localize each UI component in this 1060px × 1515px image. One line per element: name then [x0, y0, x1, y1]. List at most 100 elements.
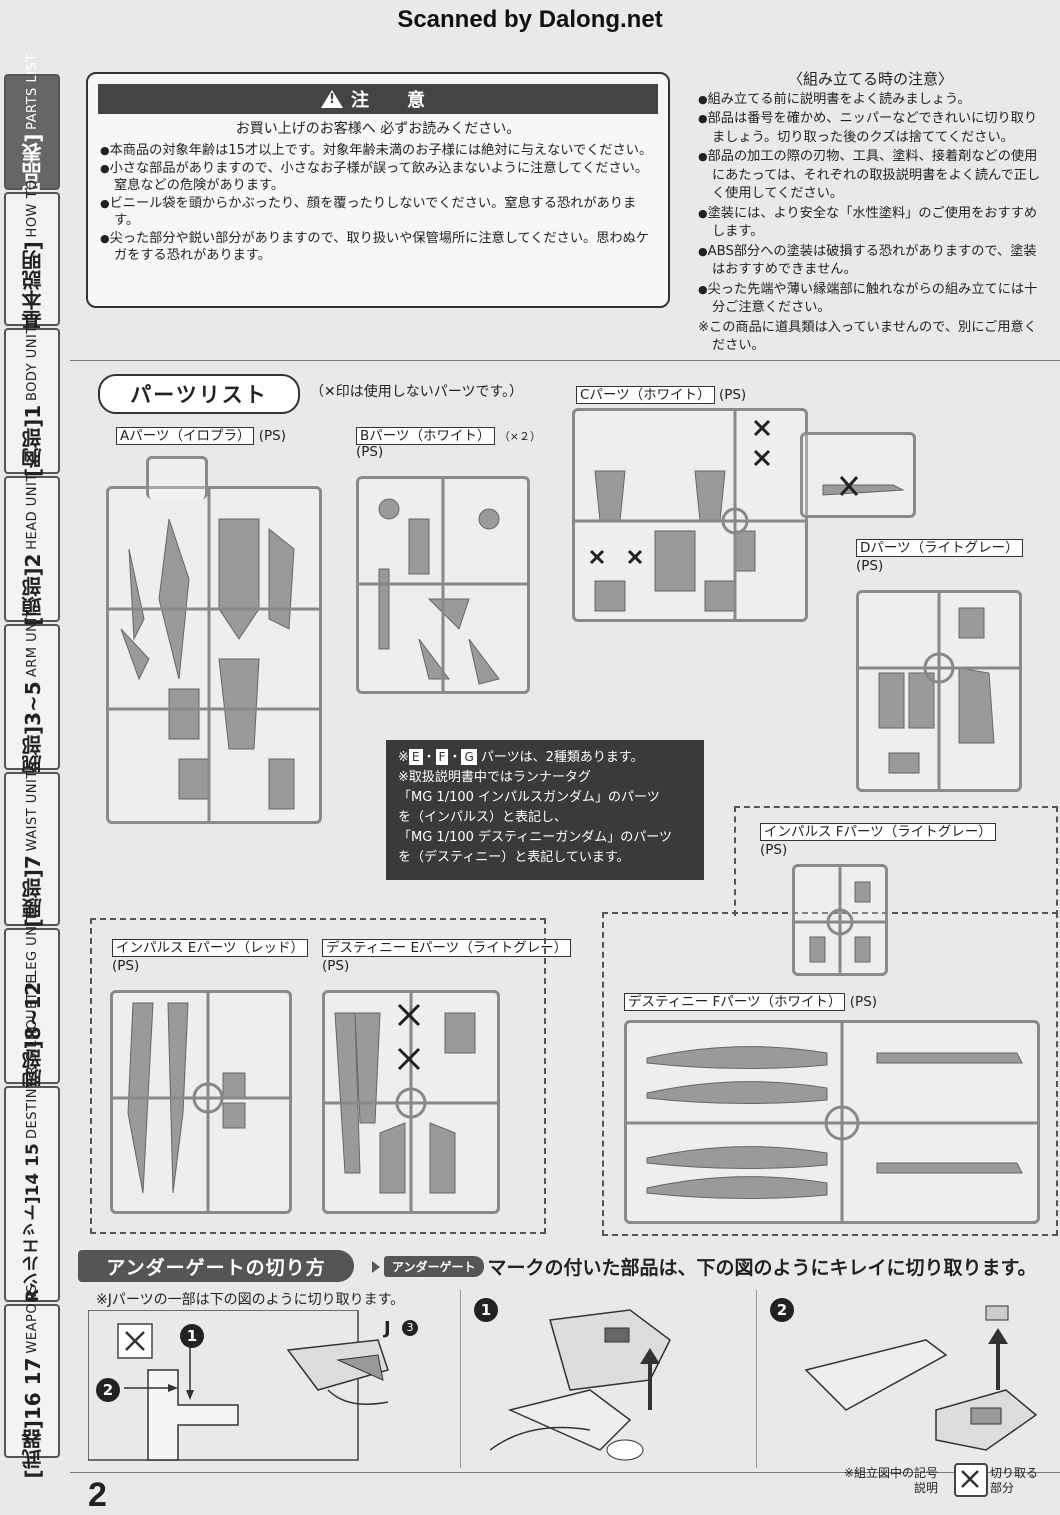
impulse-f-group-top — [734, 806, 1058, 916]
assembly-title: 〈組み立てる時の注意〉 — [787, 70, 953, 88]
tab-parts-list[interactable]: [部品表]PARTS LIST — [4, 53, 60, 211]
assembly-item: 尖った先端や薄い縁端部に触れながらの組み立てには十分ご注意ください。 — [698, 281, 1043, 318]
runner-impulse-f-diagram — [792, 864, 888, 976]
runner-name: Dパーツ（ライトグレー） — [856, 539, 1023, 557]
tab-sublabel: DESTINY R SILHOUETTE — [24, 975, 40, 1140]
assembly-item: 部品は番号を確かめ、ニッパーなどできれいに切り取りましょう。切り取った後のクズは… — [698, 110, 1043, 147]
tab-sublabel: PARTS LIST — [24, 52, 40, 130]
info-line: を（インパルス）と表記し、 — [398, 810, 568, 825]
under-gate-note: ※Jパーツの一部は下の図のように切り取ります。 — [96, 1292, 405, 1308]
runner-impulse-e-diagram — [110, 990, 292, 1214]
tab-label: [胸部]1 — [20, 404, 45, 478]
caution-list: 本商品の対象年齢は15才以上です。対象年齢未満のお子様には絶対に与えないでくださ… — [88, 142, 668, 264]
runner-destiny-f-diagram — [624, 1020, 1040, 1224]
parts-list-title: パーツリスト — [98, 374, 300, 414]
letter-e: E — [408, 749, 423, 765]
cut-step-1-illustration — [489, 1300, 750, 1464]
tab-label: [武器]16 17 — [20, 1357, 45, 1479]
under-gate-tag: アンダーゲート — [384, 1256, 484, 1277]
caution-item: 本商品の対象年齢は15才以上です。対象年齢未満のお子様には絶対に与えないでくださ… — [100, 142, 656, 159]
tab-sublabel: LEG UNIT — [24, 913, 40, 978]
tab-sublabel: WAIST UNIT — [24, 770, 40, 852]
scan-credit: Scanned by Dalong.net — [397, 6, 663, 33]
runner-c-diagram — [572, 408, 808, 622]
runner-material: (PS) — [322, 958, 350, 974]
section-tabs: [部品表]PARTS LIST [基本説明]HOW TO [胸部]1 BODY U… — [0, 53, 62, 1478]
runner-b-diagram — [356, 476, 530, 694]
section-divider — [70, 360, 1060, 361]
assembly-item: 部品の加工の際の刃物、工具、塗料、接着剤などの使用にあたっては、それぞれの取扱説… — [698, 148, 1043, 204]
caution-item: 小さな部品がありますので、小さなお子様が誤って飲み込まないように注意してください… — [100, 160, 656, 194]
info-line: を（デスティニー）と表記しています。 — [398, 850, 630, 865]
runner-name: インパルス Eパーツ（レッド） — [112, 939, 309, 957]
caution-item: ビニール袋を頭からかぶったり、顔を覆ったりしないでください。窒息する恐れがありま… — [100, 195, 656, 229]
runner-name: デスティニー Fパーツ（ホワイト） — [624, 993, 846, 1011]
info-line: 「MG 1/100 デスティニーガンダム」のパーツ — [398, 830, 672, 845]
tab-weapons[interactable]: [武器]16 17 WEAPONS — [4, 1284, 60, 1478]
assembly-item: ABS部分への塗装は破損する恐れがありますので、塗装はおすすめできません。 — [698, 243, 1043, 280]
step-1-heading: 1 — [474, 1298, 498, 1322]
assembly-footnote: ※この商品に道具類は入っていませんので、別にご用意ください。 — [698, 319, 1037, 354]
runner-material: (PS) — [258, 428, 287, 444]
under-gate-title: アンダーゲートの切り方 — [78, 1250, 354, 1282]
info-line: ※取扱説明書中ではランナータグ — [398, 770, 591, 785]
assembly-notes: 〈組み立てる時の注意〉 組み立てる前に説明書をよく読みましょう。 部品は番号を確… — [698, 70, 1043, 357]
runner-material: (PS) — [356, 444, 384, 460]
footer-divider — [70, 1472, 1060, 1473]
caution-item: 尖った部分や鋭い部分がありますので、取り扱いや保管場所に注意してください。思わぬ… — [100, 230, 656, 264]
runner-name: デスティニー Eパーツ（ライトグレー） — [322, 939, 572, 957]
runner-d-label: Dパーツ（ライトグレー） — [856, 536, 1023, 557]
info-line: 「MG 1/100 インパルスガンダム」のパーツ — [398, 790, 660, 805]
info-mark: ※ — [398, 750, 409, 765]
impulse-destiny-e-group — [90, 918, 546, 1234]
step-divider — [756, 1290, 757, 1468]
runner-a-label: Aパーツ（イロプラ） (PS) — [116, 424, 287, 445]
assembly-item: 組み立てる前に説明書をよく読みましょう。 — [698, 91, 1043, 110]
runner-material: (PS) — [849, 994, 878, 1010]
runner-destiny-e-label: デスティニー Eパーツ（ライトグレー） — [322, 936, 572, 957]
under-gate-text: マークの付いた部品は、下の図のようにキレイに切り取ります。 — [487, 1257, 1037, 1279]
letter-g: G — [461, 749, 477, 765]
warning-icon — [321, 90, 343, 108]
step-2-marker: 2 — [96, 1378, 120, 1402]
step-2-heading: 2 — [770, 1298, 794, 1322]
runner-name: Bパーツ（ホワイト） — [356, 427, 495, 445]
tab-sublabel: HEAD UNIT — [24, 472, 40, 550]
runner-material: (PS) — [718, 387, 747, 403]
assembly-item: 塗装には、より安全な「水性塗料」のご使用をおすすめします。 — [698, 205, 1043, 242]
runner-qty: （×２） — [498, 430, 542, 443]
runner-name: Cパーツ（ホワイト） — [576, 386, 715, 404]
arrow-icon — [372, 1260, 380, 1273]
legend-label: ※組立図中の記号説明 — [843, 1466, 938, 1495]
runner-impulse-f-label: インパルス Fパーツ（ライトグレー） — [760, 820, 996, 841]
runner-impulse-e-label: インパルス Eパーツ（レッド） — [112, 936, 309, 957]
caution-title: 注 意 — [351, 90, 435, 111]
caution-box: 注 意 お買い上げのお客様へ 必ずお読みください。 本商品の対象年齢は15才以上… — [86, 72, 670, 308]
runner-d-diagram — [856, 590, 1022, 792]
tab-sublabel: HOW TO — [24, 178, 40, 237]
runner-name: Aパーツ（イロプラ） — [116, 427, 255, 445]
runner-material: (PS) — [760, 842, 788, 858]
caution-title-bar: 注 意 — [98, 84, 658, 114]
tab-sublabel: WEAPONS — [24, 1283, 40, 1354]
runner-name: インパルス Fパーツ（ライトグレー） — [760, 823, 996, 841]
tab-body-unit[interactable]: [胸部]1 BODY UNIT — [4, 325, 60, 478]
runner-a-diagram — [106, 486, 322, 824]
page-number: 2 — [88, 1476, 107, 1514]
under-gate-instruction: アンダーゲート マークの付いた部品は、下の図のようにキレイに切り取ります。 — [372, 1253, 1037, 1280]
nipper-cut-icon — [954, 1463, 988, 1497]
runner-c-extension — [800, 432, 916, 518]
runner-material: (PS) — [856, 558, 884, 574]
tab-how-to[interactable]: [基本説明]HOW TO — [4, 179, 60, 339]
step-1-marker: 1 — [180, 1324, 204, 1348]
step-divider — [460, 1290, 461, 1468]
runner-destiny-f-label: デスティニー Fパーツ（ホワイト） (PS) — [624, 990, 878, 1011]
tab-sublabel: BODY UNIT — [24, 325, 40, 401]
parts-list-note: （✕印は使用しないパーツです。） — [310, 384, 524, 400]
